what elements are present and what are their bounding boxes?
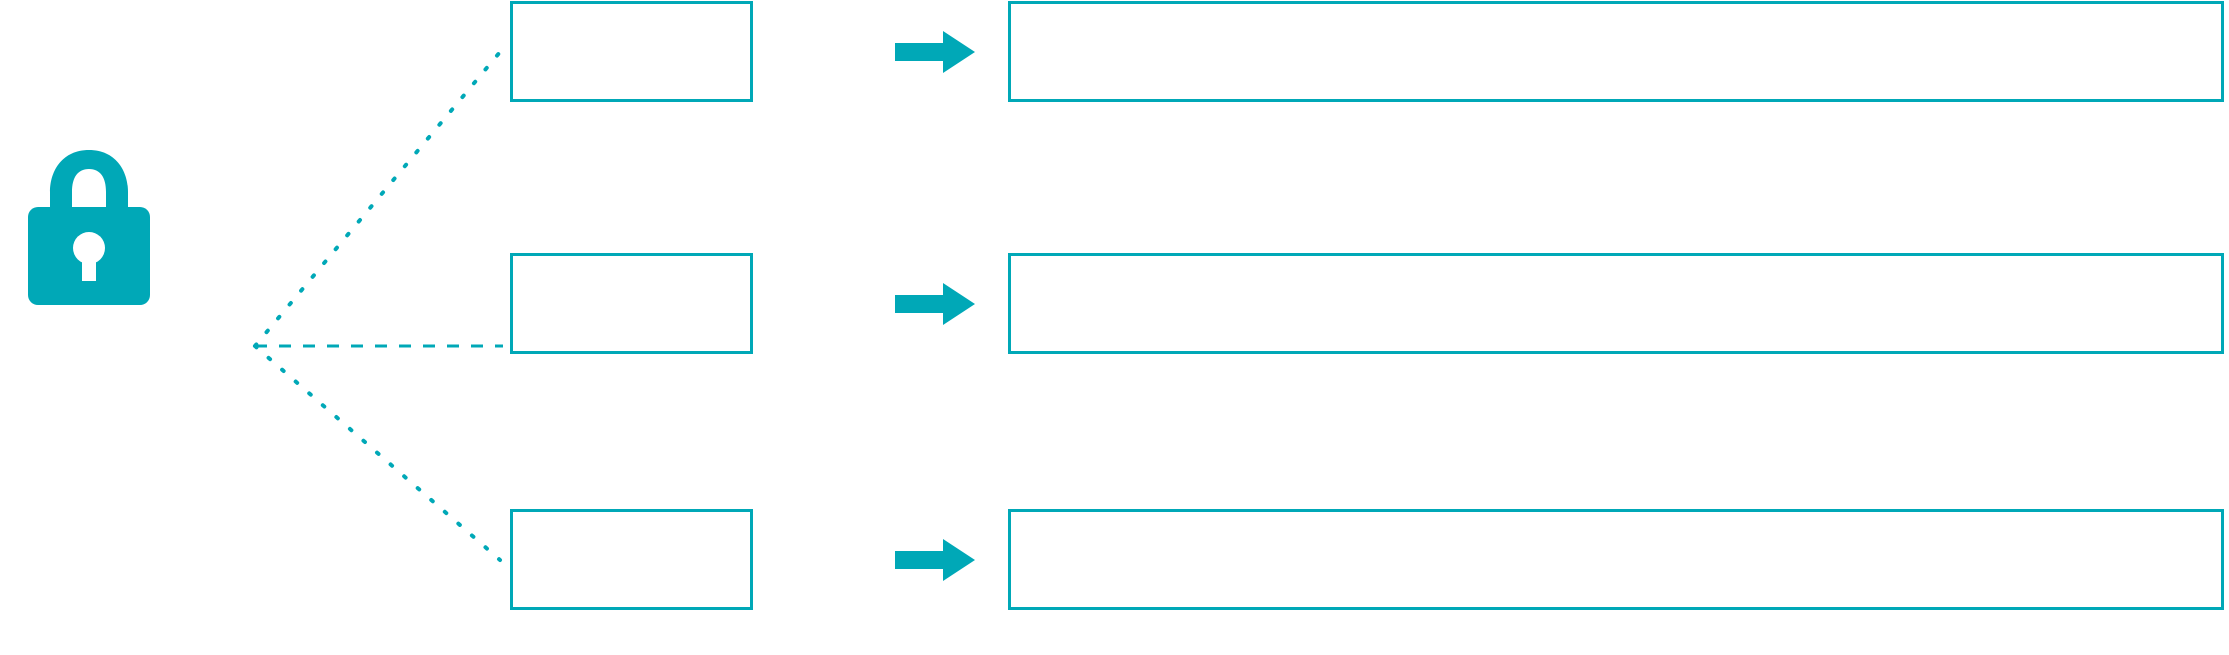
connector-line-bottom	[253, 344, 502, 562]
input-box-row-1[interactable]	[510, 1, 753, 102]
arrow-right-icon-row-2	[895, 283, 975, 325]
lock-icon	[28, 150, 150, 305]
input-box-row-3[interactable]	[510, 509, 753, 610]
connector-line-top	[253, 50, 502, 348]
arrow-right-icon-row-1	[895, 31, 975, 73]
output-box-row-3[interactable]	[1008, 509, 2224, 610]
output-box-row-2[interactable]	[1008, 253, 2224, 354]
arrow-right-icon-row-3	[895, 539, 975, 581]
input-box-row-2[interactable]	[510, 253, 753, 354]
output-box-row-1[interactable]	[1008, 1, 2224, 102]
